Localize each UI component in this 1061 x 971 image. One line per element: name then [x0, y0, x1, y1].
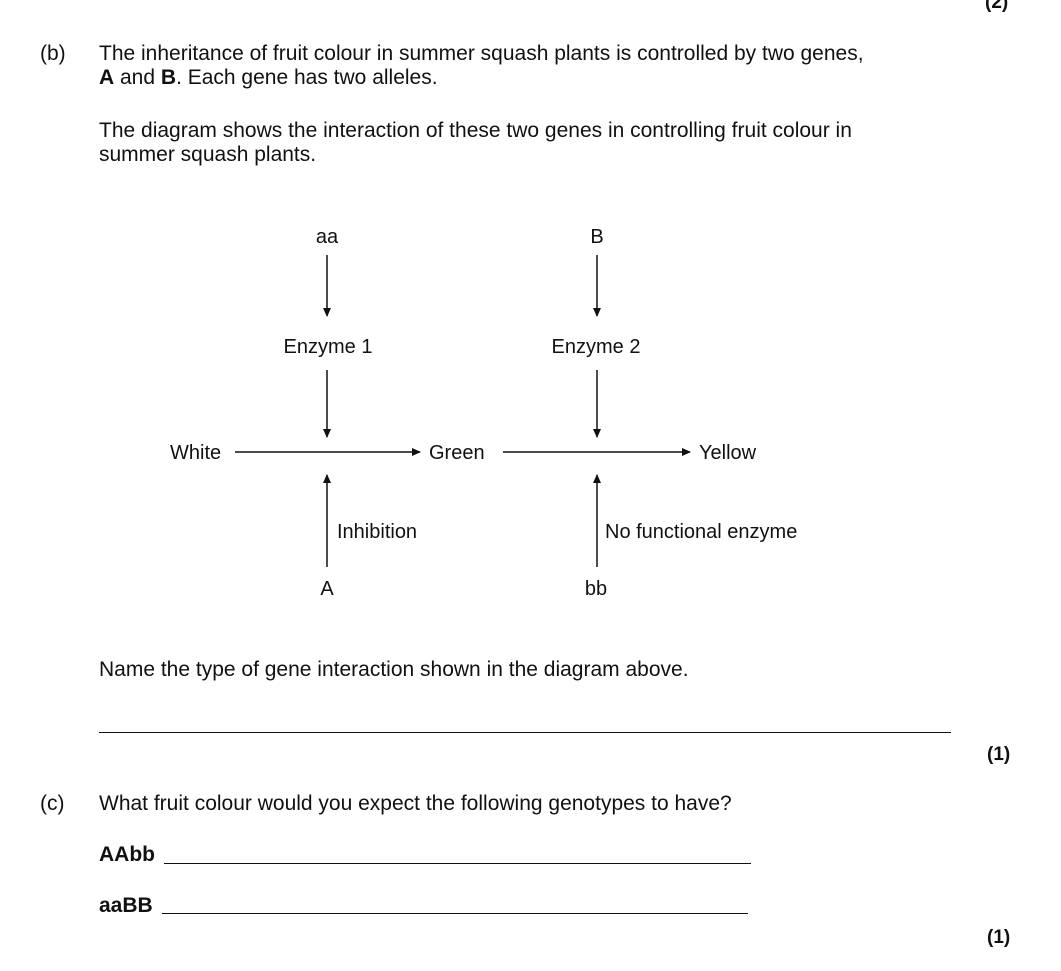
part-b-diagram-intro: The diagram shows the interaction of the… [99, 119, 999, 167]
allele-B-label: B [590, 226, 603, 248]
enzyme2-label: Enzyme 2 [552, 336, 641, 358]
diagram-intro-line1: The diagram shows the interaction of the… [99, 119, 852, 142]
gene-b: B [160, 66, 177, 89]
part-c-marks: (1) [987, 927, 1011, 948]
marks-top: (2) [985, 0, 1009, 13]
yellow-label: Yellow [699, 442, 757, 464]
genotype-aabb-label: AAbb [99, 843, 155, 866]
enzyme1-label: Enzyme 1 [284, 336, 373, 358]
genotype-aaBB-answer-line[interactable] [162, 913, 748, 914]
allele-bb-label: bb [585, 578, 607, 600]
part-b-marks: (1) [987, 744, 1011, 765]
genotype-aaBB-label: aaBB [99, 894, 153, 917]
part-c-label: (c) [40, 792, 65, 815]
allele-A-label: A [320, 578, 334, 600]
allele-aa-label: aa [316, 226, 339, 248]
no-functional-enzyme-label: No functional enzyme [605, 521, 797, 543]
part-b-question: Name the type of gene interaction shown … [99, 658, 689, 681]
green-label: Green [429, 442, 485, 464]
gene-interaction-diagram: aa B Enzyme 1 Enzyme 2 White Green Yello… [170, 226, 797, 600]
part-b-label: (b) [40, 42, 66, 65]
inhibition-label: Inhibition [337, 521, 417, 543]
genotype-aabb-answer-line[interactable] [164, 863, 751, 864]
part-b-intro-line1: The inheritance of fruit colour in summe… [99, 42, 864, 65]
part-b-intro-line2: A and B. Each gene has two alleles. [99, 66, 999, 90]
gene-a: A [99, 66, 115, 89]
part-c-question: What fruit colour would you expect the f… [99, 792, 732, 815]
part-b-intro: The inheritance of fruit colour in summe… [99, 42, 999, 90]
part-b-answer-line[interactable] [99, 732, 951, 733]
alleles-text: . Each gene has two alleles. [176, 66, 438, 89]
diagram-intro-line2: summer squash plants. [99, 143, 317, 166]
and-text: and [114, 66, 161, 89]
white-label: White [170, 442, 221, 464]
